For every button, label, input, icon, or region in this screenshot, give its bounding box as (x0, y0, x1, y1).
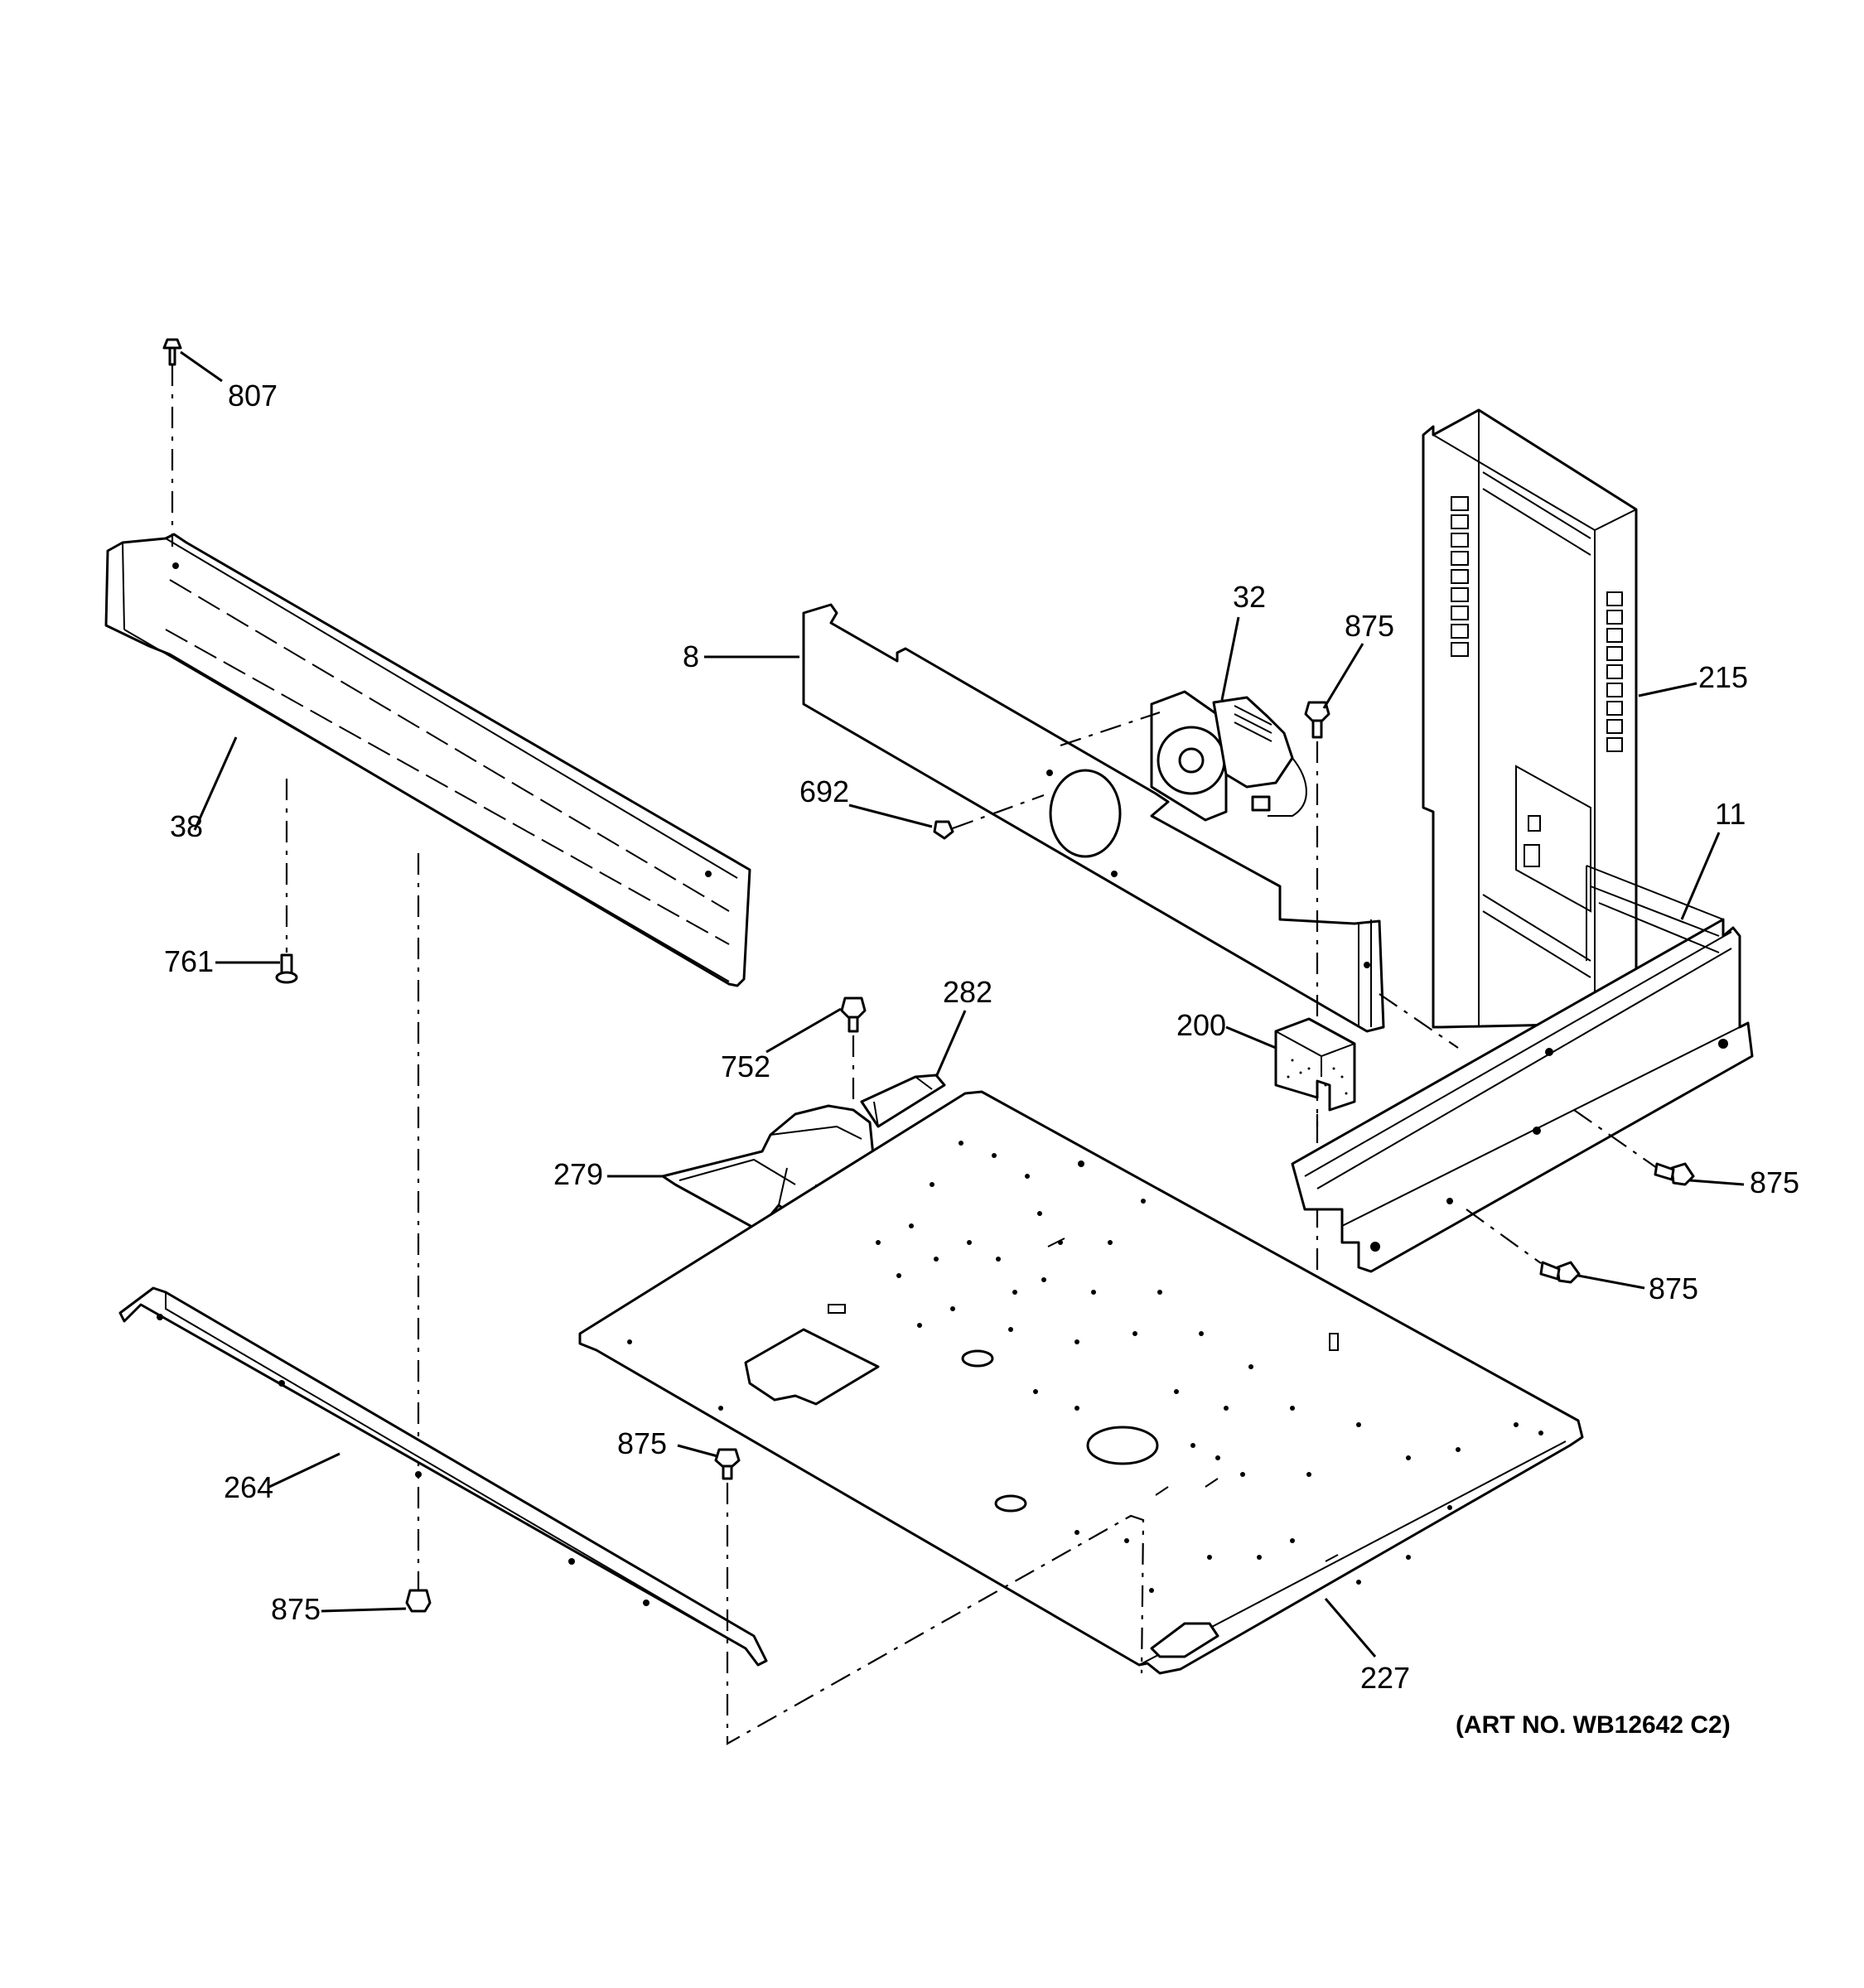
screw-692[interactable] (933, 820, 954, 840)
callout-761: 761 (164, 944, 214, 978)
screw-875-right-1[interactable] (1654, 1162, 1695, 1186)
callout-32: 32 (1233, 580, 1266, 614)
callout-692: 692 (799, 774, 849, 808)
base-plate-part-227[interactable] (578, 1090, 1584, 1675)
callout-8: 8 (683, 639, 699, 673)
callout-227: 227 (1360, 1661, 1410, 1695)
screw-875-left[interactable] (405, 1589, 432, 1613)
callout-labels: 807 38 761 8 692 32 875 215 11 200 752 2… (164, 379, 1799, 1739)
callout-875-right-2: 875 (1649, 1271, 1698, 1305)
callout-38: 38 (170, 809, 203, 843)
side-duct-part-215[interactable] (1422, 408, 1638, 1029)
screw-761[interactable] (275, 953, 298, 984)
assembly-line-bracket-panel (1379, 993, 1459, 1049)
callout-807: 807 (228, 379, 278, 413)
callout-200: 200 (1176, 1008, 1226, 1042)
art-number: (ART NO. WB12642 C2) (1456, 1711, 1731, 1739)
screw-875-fan[interactable] (1304, 701, 1330, 739)
callout-279: 279 (553, 1157, 603, 1191)
screw-752[interactable] (840, 996, 867, 1033)
assembly-line-875-right-1 (1573, 1109, 1658, 1169)
screw-875-mid[interactable] (714, 1448, 741, 1480)
rear-panel-part-8[interactable] (802, 603, 1385, 1033)
duct-extension-part-282[interactable] (860, 1074, 946, 1128)
blower-fan-part-32[interactable] (1150, 690, 1307, 822)
callout-875-right-1: 875 (1750, 1165, 1799, 1199)
screw-807[interactable] (162, 338, 182, 366)
callout-875-left: 875 (271, 1592, 321, 1626)
callout-875-fan: 875 (1345, 609, 1394, 643)
callout-11: 11 (1715, 797, 1746, 831)
callout-752: 752 (721, 1049, 770, 1083)
assembly-line-692 (952, 794, 1045, 830)
lower-bracket-part-11[interactable] (1291, 865, 1754, 1273)
callout-215: 215 (1698, 660, 1748, 694)
assembly-line-875-right-2 (1466, 1209, 1542, 1264)
leader-lines (180, 350, 1745, 1657)
insulation-block-part-200[interactable] (1274, 1017, 1356, 1112)
screw-875-right-2[interactable] (1539, 1261, 1581, 1284)
bottom-rail-part-264[interactable] (118, 1286, 768, 1667)
callout-875-mid: 875 (617, 1426, 667, 1460)
callout-282: 282 (943, 975, 992, 1009)
trim-panel-part-38[interactable] (104, 533, 751, 987)
assembly-line-fan-panel (1060, 711, 1161, 747)
callout-264: 264 (224, 1470, 273, 1504)
assembly-line-875-mid (726, 1483, 1145, 1745)
